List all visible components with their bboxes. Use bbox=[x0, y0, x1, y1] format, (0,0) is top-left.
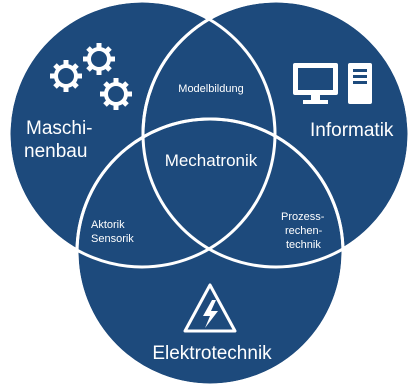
gears-icon bbox=[50, 43, 132, 110]
computer-icon bbox=[293, 63, 372, 104]
informatik-label: Informatik bbox=[310, 120, 394, 141]
maschinenbau-label-line2: nenbau bbox=[24, 141, 87, 162]
technik-label: technik bbox=[286, 239, 321, 251]
rechen-label: rechen- bbox=[285, 225, 323, 237]
high-voltage-icon bbox=[183, 283, 237, 333]
elektrotechnik-label: Elektrotechnik bbox=[152, 343, 272, 364]
venn-outlines bbox=[7, 0, 411, 386]
maschinenbau-label-line1: Maschi- bbox=[26, 118, 93, 139]
prozess-label: Prozess- bbox=[281, 211, 325, 223]
aktorik-label: Aktorik bbox=[91, 219, 125, 231]
venn-circles bbox=[7, 0, 411, 386]
modelbildung-label: Modelbildung bbox=[178, 83, 243, 95]
mechatronik-label: Mechatronik bbox=[165, 151, 258, 170]
sensorik-label: Sensorik bbox=[91, 233, 134, 245]
